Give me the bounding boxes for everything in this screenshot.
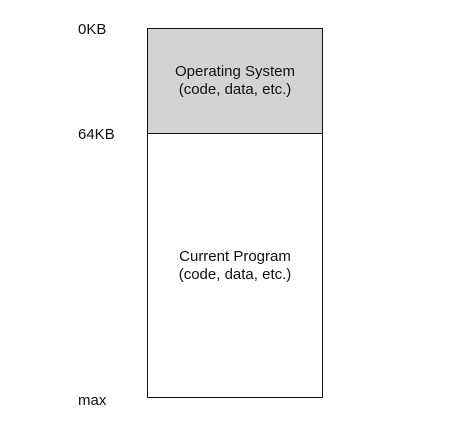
os-region-title: Operating System — [174, 63, 296, 80]
memory-layout-box: Operating System (code, data, etc.) Curr… — [147, 28, 323, 398]
program-region-title: Current Program — [179, 247, 291, 265]
program-region: Current Program (code, data, etc.) — [148, 134, 322, 397]
os-region-subtitle: (code, data, etc.) — [178, 81, 292, 98]
os-region: Operating System (code, data, etc.) — [148, 29, 322, 134]
address-label-max: max — [78, 392, 107, 409]
address-label-0kb: 0KB — [78, 21, 107, 38]
address-label-64kb: 64KB — [78, 126, 115, 143]
program-region-subtitle: (code, data, etc.) — [178, 265, 292, 283]
